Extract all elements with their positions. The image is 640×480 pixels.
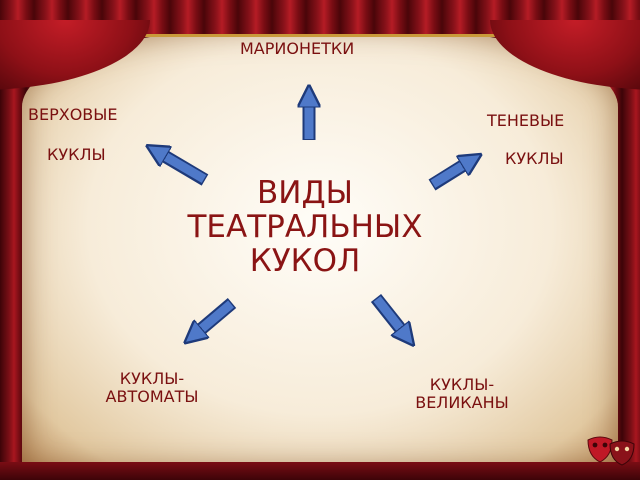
label-rod-puppets-line2: КУКЛЫ bbox=[47, 145, 106, 164]
label-giant-puppets: КУКЛЫ-ВЕЛИКАНЫ bbox=[415, 375, 509, 413]
arrow-lower-left bbox=[193, 298, 237, 336]
arrow-lower-right bbox=[370, 293, 407, 337]
label-automaton-puppets: КУКЛЫ-АВТОМАТЫ bbox=[105, 369, 199, 407]
label-shadow-puppets-line1: ТЕНЕВЫЕ bbox=[487, 111, 565, 130]
theater-mask-icon bbox=[587, 436, 635, 466]
stage-floor bbox=[0, 462, 640, 480]
label-marionettes: МАРИОНЕТКИ bbox=[240, 39, 355, 58]
arrow-upper-right bbox=[428, 160, 472, 191]
center-title: ВИДЫ ТЕАТРАЛЬНЫХ КУКОЛ bbox=[187, 175, 423, 280]
arrow-upper-left bbox=[156, 151, 209, 186]
label-shadow-puppets-line2: КУКЛЫ bbox=[505, 149, 564, 168]
label-rod-puppets-line1: ВЕРХОВЫЕ bbox=[28, 105, 118, 124]
